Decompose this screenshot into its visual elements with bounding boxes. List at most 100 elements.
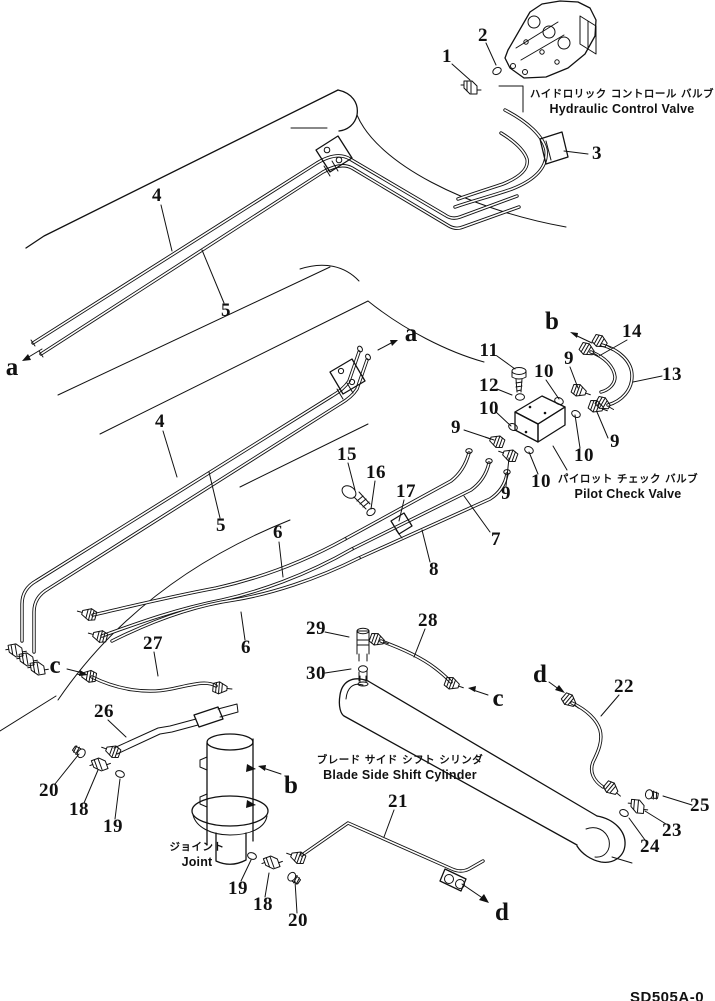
callout-1: 1 [442,46,452,67]
callout-22: 22 [614,676,634,697]
callout-19: 19 [228,878,248,899]
callout-28: 28 [418,610,438,631]
blade-side-shift-cylinder-drawing [338,670,633,864]
label-pilot-check-valve-jp: パイロット チェック バルブ [557,473,699,485]
callout-2: 2 [478,25,488,46]
callout-6: 6 [273,522,283,543]
callout-13: 13 [662,364,682,385]
blade-frame-outline [0,89,567,732]
hydraulic-control-valve-drawing [504,0,597,79]
oring-19 [114,768,126,780]
oring-12 [515,393,525,401]
elbow-fitting [4,641,28,660]
hose-28 [379,639,453,684]
fitting-29 [356,627,370,687]
oring-10 [523,444,535,456]
callout-20: 20 [39,780,59,801]
hose-fitting [212,680,233,696]
drawing-code-clip: SD505A-0 [630,989,715,1001]
callout-6: 6 [241,637,251,658]
callout-3: 3 [592,143,602,164]
oring-10 [570,408,582,420]
callout-7: 7 [491,529,501,550]
connection-point-b: b [545,308,559,335]
callout-16: 16 [366,462,386,483]
hose-fitting [442,675,466,694]
callout-23: 23 [662,820,682,841]
hose-22 [570,701,605,789]
callout-4: 4 [155,411,165,432]
callout-10: 10 [534,361,554,382]
fitting-9 [569,382,593,401]
callout-24: 24 [640,836,660,857]
connection-point-d: d [533,661,547,688]
label-hydraulic-control-valve: ハイドロリック コントロール バルブ Hydraulic Control Val… [530,86,714,116]
callout-20: 20 [288,910,308,931]
elbow-fitting [26,659,50,678]
connection-point-a: a [404,320,418,347]
callout-19: 19 [103,816,123,837]
callout-17: 17 [396,481,416,502]
elbow-fitting [15,650,39,669]
label-joint-jp: ジョイント [169,841,225,853]
clamp-17-bolt-15 [341,485,413,539]
connection-point-a: a [5,354,19,381]
callout-11: 11 [479,340,499,361]
pipe-clamp-lower [329,358,366,400]
oring-10 [553,395,565,407]
fitting-9 [483,431,507,450]
hose-fitting [559,690,583,714]
label-joint: ジョイント Joint [170,839,225,869]
oring-19 [246,850,258,862]
callout-18: 18 [253,894,273,915]
label-hydraulic-control-valve-jp: ハイドロリック コントロール バルブ [529,88,715,100]
hose-fitting [601,778,625,802]
connection-point-c: c [49,652,61,679]
plug-20 [285,870,303,887]
callout-14: 14 [622,321,642,342]
plug-25 [644,788,660,801]
callout-29: 29 [306,618,326,639]
callout-4: 4 [152,185,162,206]
pipe-clamp-upper [315,135,353,177]
label-joint-en: Joint [181,855,213,869]
callout-10: 10 [531,471,551,492]
callout-8: 8 [429,559,439,580]
connection-point-b: b [284,772,298,799]
callout-18: 18 [69,799,89,820]
pipe-21 [300,821,485,892]
pipe-fitting [284,847,308,866]
tee-fitting-18 [88,754,113,775]
upper-pipe-bundle [30,154,521,358]
callout-15: 15 [337,444,357,465]
label-pilot-check-valve: パイロット チェック バルブ Pilot Check Valve [558,471,698,501]
connection-arrows [22,332,593,903]
callout-leader-lines [54,42,693,914]
drawing-code: SD505A-0 [630,989,705,1001]
label-blade-side-shift-cylinder-en: Blade Side Shift Cylinder [323,768,477,782]
callout-10: 10 [574,445,594,466]
pipes-7-8-hoses-6 [91,448,511,643]
callout-25: 25 [690,795,710,816]
connection-point-c: c [492,685,504,712]
oring-24 [618,807,630,819]
hoses-13-14 [589,343,634,407]
oring-30 [358,665,368,673]
elbow-fitting-1 [460,80,482,95]
control-valve-hoses [453,85,569,209]
fitting-9 [496,445,520,464]
label-pilot-check-valve-en: Pilot Check Valve [574,487,682,501]
callout-12: 12 [479,375,499,396]
oring-2 [491,65,503,77]
callout-21: 21 [388,791,408,812]
hose-27-pipe-26 [90,675,239,755]
joint-drawing [191,733,269,865]
label-blade-side-shift-cylinder: ブレード サイド シフト シリンダ Blade Side Shift Cylin… [317,752,483,782]
lower-pipe-bundle [20,345,371,654]
callout-5: 5 [221,300,231,321]
plug-20 [70,743,88,760]
callout-9: 9 [451,417,461,438]
callout-10: 10 [479,398,499,419]
label-blade-side-shift-cylinder-jp: ブレード サイド シフト シリンダ [316,754,484,766]
